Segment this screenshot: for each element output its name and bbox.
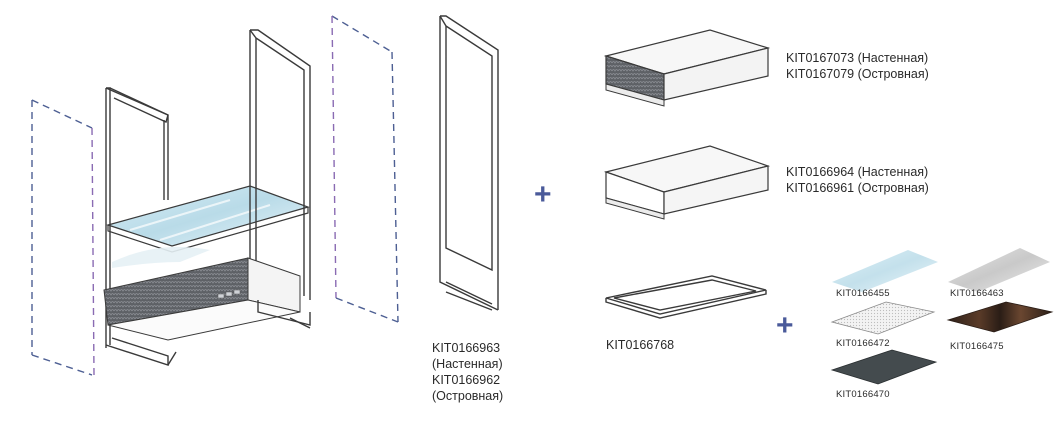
main-variant-1: (Настенная) (432, 357, 503, 371)
hood2-label-line2: KIT0166961 (Островная) (786, 181, 929, 195)
panel-label: KIT0166475 (950, 341, 1004, 352)
main-code-1: KIT0166963 (432, 341, 501, 355)
white-mesh-panel-icon (830, 301, 936, 335)
glass-shelf (105, 185, 310, 247)
hood1-label-line2: KIT0167079 (Островная) (786, 67, 929, 81)
frame-base (105, 300, 311, 366)
tray-frame (605, 275, 767, 319)
main-assembly (31, 15, 499, 376)
dark-grey-panel-icon (830, 349, 938, 385)
dark-wood-panel-icon (946, 301, 1054, 333)
panel-label: KIT0166463 (950, 288, 1004, 299)
main-code-2: KIT0166962 (432, 373, 501, 387)
hood-plain-unit (603, 145, 771, 220)
control-buttons (217, 289, 241, 299)
panel-label: KIT0166472 (836, 338, 890, 349)
right-dashed-panel (331, 15, 399, 323)
plus-icon: + (534, 178, 552, 211)
panel-label: KIT0166455 (836, 288, 890, 299)
plus-icon: + (776, 309, 794, 342)
hood-knit-unit (603, 29, 771, 107)
main-variant-2: (Островная) (432, 389, 504, 403)
tray-label: KIT0166768 (606, 338, 675, 352)
standalone-frame (439, 15, 499, 311)
panel-swatches (830, 248, 1054, 385)
clear-glass-panel-icon (832, 250, 938, 292)
hood2-label-line1: KIT0166964 (Настенная) (786, 165, 929, 179)
hood-bottom (107, 299, 301, 341)
left-dashed-panel (31, 99, 95, 376)
grey-glass-panel-icon (948, 248, 1050, 292)
panel-label: KIT0166470 (836, 389, 890, 400)
frame-right (249, 29, 311, 305)
hood1-label-line1: KIT0167073 (Настенная) (786, 51, 929, 65)
